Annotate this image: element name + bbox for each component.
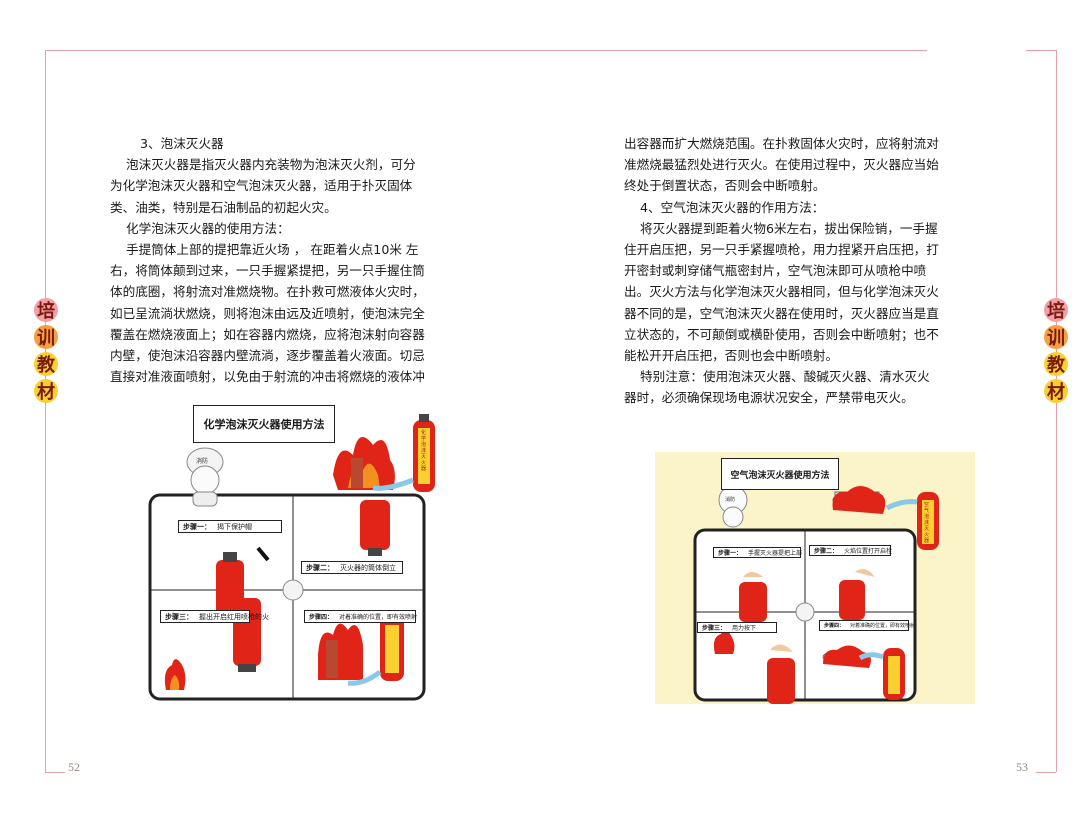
flame-icon [164,659,186,690]
step-label: 步骤三： [702,625,727,632]
step-text: 灭火器的筒体倒立 [340,563,396,572]
fire-icon [318,623,363,680]
fire-icon [333,437,395,490]
text-line: 器时，必须确保现场电源状况安全，严禁带电灭火。 [624,390,914,406]
left-figure-drawing [148,414,435,701]
extinguisher-label-text: 化学泡沫灭火器 [421,430,427,472]
step-2-box: 步骤二： 灭火器的筒体倒立 [301,561,403,574]
chemical-foam-extinguisher-illustration: 化学泡沫灭火器使用方法 消防 化学泡沫灭火器 步骤一： 揭下保护帽 步骤二： 灭… [148,400,448,705]
text-line: 直接对准液面喷射，以免由于射流的冲击将燃烧的液体冲 [110,369,425,385]
step-text: 对着准确的位置，即有效喷射 [850,623,916,629]
figure-title: 空气泡沫灭火器使用方法 [721,458,839,490]
extinguisher-icon [739,572,767,622]
right-page-body-text: 出容器而扩大燃烧范围。在扑救固体火灾时，应将射流对 准燃烧最猛烈处进行灭火。在使… [624,133,969,409]
step-text: 揭下保护帽 [217,522,252,531]
text-line: 为化学泡沫灭火器和空气泡沫灭火器，适用于扑灭固体 [110,178,413,194]
step-text: 对着准确的位置，即有效喷射 [339,614,418,621]
extinguisher-icon [767,644,795,704]
step-1-box: 步骤一： 手握灭火器提把上部 [713,547,803,558]
side-label-char: 材 [34,379,58,403]
firefighter-mascot-icon [718,485,748,528]
step-label: 步骤一： [718,550,743,557]
step-1-box: 步骤一： 揭下保护帽 [178,520,282,533]
text-line: 器不同的是，空气泡沫灭火器在使用时，灭火器应当是直 [624,305,939,321]
left-page-body-text: 3、泡沫灭火器 泡沫灭火器是指灭火器内充装物为泡沫灭火剂，可分 为化学泡沫灭火器… [110,133,450,387]
side-label-char: 训 [1044,325,1068,349]
step-label: 步骤一： [183,522,211,531]
text-line: 手提筒体上部的提把靠近火场 ， 在距着火点10米 左 [110,242,419,258]
step-label: 步骤二： [814,548,839,555]
side-label-char: 培 [34,298,58,322]
right-side-label: 培 训 教 材 [1044,298,1068,406]
step-3-box: 步骤三： 握出开启红用喷枪的火 [160,610,269,623]
mascot-badge-text: 消防 [196,458,209,465]
text-line: 覆盖在燃烧液面上；如在容器内燃烧，应将泡沫射向容器 [110,326,425,342]
text-line: 3、泡沫灭火器 [140,136,224,151]
right-figure-drawing [693,485,939,704]
text-line: 类、油类，特别是石油制品的初起火灾。 [110,199,337,215]
text-line: 能松开开启压把，否则也会中断喷射。 [624,348,839,364]
left-page-bottom-border [45,772,65,773]
text-line: 立状态的，不可颠倒或横卧使用，否则会中断喷射；也不 [624,326,939,342]
step-label: 步骤四： [309,614,334,621]
right-page-number: 53 [1016,760,1028,774]
step-text: 握出开启红用喷枪的火 [199,612,269,621]
extinguisher-icon [917,492,939,550]
firefighter-mascot-icon [186,447,224,507]
text-line: 住开启压把，另一只手紧握喷枪，用力捏紧开启压把，打 [624,242,939,258]
cooking-pot-icon [822,645,871,668]
step-4-box: 步骤四： 对着准确的位置，即有效喷射 [819,620,915,631]
extinguisher-label-text: 空气泡沫灭火器 [924,502,930,544]
text-line: 出容器而扩大燃烧范围。在扑救固体火灾时，应将射流对 [624,136,939,151]
left-page-top-border [45,50,927,51]
cooking-pot-icon [832,486,886,514]
text-line: 如已呈流淌状燃烧，则将泡沫由远及近喷射，使泡沫完全 [110,305,425,321]
text-line: 4、空气泡沫灭火器的作用方法： [624,199,825,215]
text-line: 将灭火器提到距着火物6米左右，拔出保险销，一手握 [624,220,938,236]
text-line: 终处于倒置状态，否则会中断喷射。 [624,178,826,194]
text-line: 准燃烧最猛烈处进行灭火。在使用过程中，灭火器应当始 [624,157,939,173]
mascot-icon [795,602,815,622]
flame-icon [713,630,735,654]
extinguisher-icon [883,648,905,700]
side-label-char: 培 [1044,298,1068,322]
text-line: 右，将筒体颠到过来，一只手握紧提把，另一只手握住筒 [110,263,425,279]
step-label: 步骤四： [824,623,845,629]
extinguisher-icon [360,500,390,556]
right-page-bottom-border [1036,772,1056,773]
step-text: 火焰位置打开启栓 [844,548,893,555]
air-foam-extinguisher-illustration: 空气泡沫灭火器使用方法 消防 空气泡沫灭火器 步骤一： 手握灭火器提把上部 步骤… [655,452,975,704]
figure-title: 化学泡沫灭火器使用方法 [193,405,335,443]
text-line: 泡沫灭火器是指灭火器内充装物为泡沫灭火剂，可分 [110,157,416,173]
left-side-label: 培 训 教 材 [34,298,58,406]
side-label-char: 教 [1044,352,1068,376]
extinguisher-icon [839,568,875,620]
text-line: 化学泡沫灭火器的使用方法： [110,220,290,236]
extinguisher-icon [413,414,435,492]
step-3-box: 步骤三： 用力按下 [697,622,777,633]
left-page-side-border [45,50,46,772]
text-line: 体的底圈，将射流对准燃烧物。在扑救可燃液体火灾时， [110,284,425,300]
mascot-icon [282,579,304,601]
side-label-char: 训 [34,325,58,349]
side-label-char: 材 [1044,379,1068,403]
side-label-char: 教 [34,352,58,376]
right-page-top-border [1026,50,1056,51]
text-line: 出。灭火方法与化学泡沫灭火器相同，但与化学泡沫灭火 [624,284,939,300]
text-line: 特别注意：使用泡沫灭火器、酸碱灭火器、清水灭火 [624,369,930,385]
step-label: 步骤二： [306,563,334,572]
step-2-box: 步骤二： 火焰位置打开启栓 [809,545,893,556]
left-page-number: 52 [68,760,80,774]
right-page-side-border [1056,50,1057,772]
text-line: 内壁，使泡沫沿容器内壁流淌，逐步覆盖着火液面。切忌 [110,348,425,364]
mascot-badge-text: 消防 [725,497,736,503]
extinguisher-icon [380,615,404,681]
step-4-box: 步骤四： 对着准确的位置，即有效喷射 [304,610,418,623]
step-text: 手握灭火器提把上部 [748,550,803,557]
step-text: 用力按下 [732,625,757,632]
step-label: 步骤三： [165,612,193,621]
text-line: 开密封或刺穿储气瓶密封片，空气泡沫即可从喷枪中喷 [624,263,927,279]
